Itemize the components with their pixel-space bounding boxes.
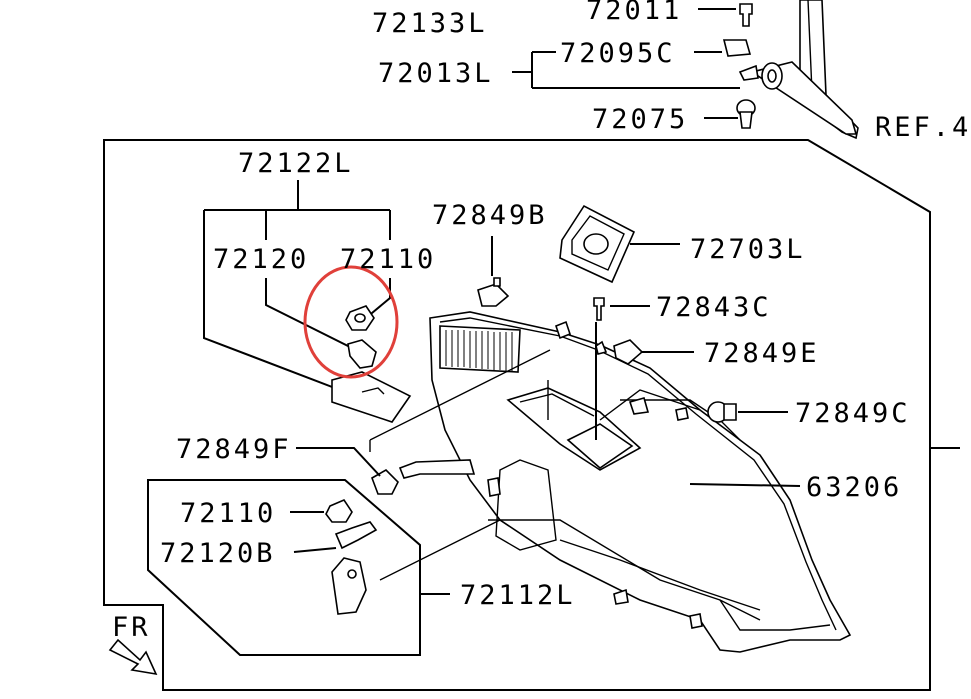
label-72120B: 72120B (160, 538, 276, 569)
label-72849E: 72849E (704, 338, 820, 369)
cover-72112L (331, 557, 367, 615)
label-72011: 72011 (586, 0, 682, 26)
label-72110-top: 72110 (340, 244, 436, 275)
nut-72110-top (345, 305, 375, 331)
label-ref4: REF.4 (875, 112, 971, 143)
clip-72120 (347, 339, 377, 369)
label-72112L: 72112L (460, 580, 576, 611)
clip-72120B (334, 521, 378, 550)
clip-72849B (477, 277, 510, 307)
label-72843C: 72843C (656, 292, 772, 323)
clip-72075 (736, 99, 756, 129)
label-72849F: 72849F (176, 434, 292, 465)
clip-72849C (707, 401, 737, 423)
nut-72110-inset (325, 499, 353, 523)
fr-arrow (108, 638, 158, 676)
inset-frame (147, 479, 421, 656)
leader-72120B (293, 547, 337, 553)
guide-lines (369, 349, 551, 581)
label-72849C: 72849C (795, 398, 911, 429)
label-72110-inset: 72110 (180, 498, 276, 529)
leader-72849F (296, 447, 381, 477)
label-72133L: 72133L (372, 8, 488, 39)
label-72849B: 72849B (432, 200, 548, 231)
leader-72110-top (365, 278, 391, 319)
label-72703L: 72703L (690, 234, 806, 265)
leader-72120 (265, 278, 353, 349)
screw-72843C (593, 297, 605, 321)
bracket-72122L (203, 180, 391, 391)
label-72075: 72075 (592, 104, 688, 135)
label-72120: 72120 (213, 244, 309, 275)
label-63206: 63206 (806, 472, 902, 503)
highlight-circle (303, 265, 399, 379)
clip-72095C (722, 39, 752, 57)
clip-72849F (371, 469, 399, 495)
label-72095C: 72095C (560, 38, 676, 69)
bracket-72013L (512, 51, 740, 89)
clip-72849E (613, 339, 644, 365)
pad-72122L (331, 371, 412, 423)
trim-panel-63206 (429, 311, 852, 653)
label-fr: FR (112, 612, 151, 643)
leader-63206 (689, 483, 801, 487)
label-72122L: 72122L (238, 148, 354, 179)
label-72013L: 72013L (378, 58, 494, 89)
screw-72011 (739, 3, 753, 27)
cup-insert-72703L (559, 204, 636, 284)
grommet-72013L (738, 62, 783, 90)
bracket-lower (398, 459, 501, 497)
main-frame (103, 139, 931, 691)
